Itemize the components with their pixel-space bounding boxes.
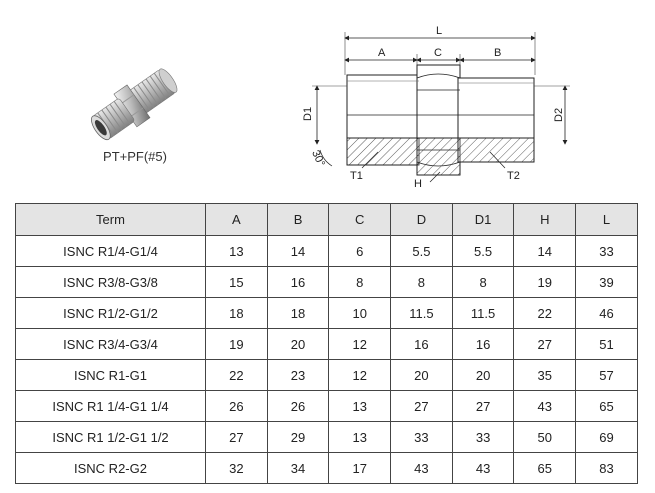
cell-l: 69: [575, 421, 638, 453]
fitting-photo: [91, 68, 178, 141]
cell-l: 39: [575, 266, 638, 298]
cell-b: 18: [266, 297, 330, 329]
thread-T1-label: T1: [350, 170, 363, 182]
cell-a: 15: [205, 266, 268, 298]
cell-d: 16: [390, 328, 453, 360]
cell-c: 17: [328, 452, 392, 484]
cell-b: 14: [266, 235, 330, 267]
cell-d: 33: [390, 421, 453, 453]
cell-d1: 8: [451, 266, 515, 298]
cell-b: 23: [266, 359, 330, 391]
cell-term: ISNC R1 1/4-G1 1/4: [15, 390, 206, 422]
cell-d: 8: [390, 266, 453, 298]
cell-a: 13: [205, 235, 268, 267]
table-row: ISNC R3/4-G3/4 19 20 12 16 16 27 51: [15, 328, 638, 360]
spec-table: Term A B C D D1 H L ISNC R1/4-G1/4 13 14…: [15, 203, 638, 484]
table-row: ISNC R1/4-G1/4 13 14 6 5.5 5.5 14 33: [15, 235, 638, 267]
cell-term: ISNC R3/8-G3/8: [15, 266, 206, 298]
cell-d: 43: [390, 452, 453, 484]
cell-l: 83: [575, 452, 638, 484]
dim-L-label: L: [436, 25, 442, 37]
cell-d1: 11.5: [451, 297, 515, 329]
cell-term: ISNC R3/4-G3/4: [15, 328, 206, 360]
cell-c: 13: [328, 390, 392, 422]
cell-h: 27: [513, 328, 577, 360]
cell-d: 11.5: [390, 297, 453, 329]
table-row: ISNC R1-G1 22 23 12 20 20 35 57: [15, 359, 638, 391]
cell-h: 65: [513, 452, 577, 484]
cell-d1: 27: [451, 390, 515, 422]
cell-l: 65: [575, 390, 638, 422]
thread-T2-label: T2: [507, 170, 520, 182]
cell-term: ISNC R1/2-G1/2: [15, 297, 206, 329]
cell-d1: 20: [451, 359, 515, 391]
cell-h: 14: [513, 235, 577, 267]
table-row: ISNC R1/2-G1/2 18 18 10 11.5 11.5 22 46: [15, 297, 638, 329]
header-l: L: [575, 203, 638, 236]
dim-D1-label: D1: [302, 107, 314, 121]
table-row: ISNC R2-G2 32 34 17 43 43 65 83: [15, 452, 638, 484]
header-a: A: [205, 203, 268, 236]
table-row: ISNC R3/8-G3/8 15 16 8 8 8 19 39: [15, 266, 638, 298]
header-h: H: [513, 203, 577, 236]
cell-l: 51: [575, 328, 638, 360]
cell-b: 20: [266, 328, 330, 360]
cell-h: 19: [513, 266, 577, 298]
header-c: C: [328, 203, 392, 236]
cell-l: 57: [575, 359, 638, 391]
cell-b: 34: [266, 452, 330, 484]
cell-d1: 33: [451, 421, 515, 453]
cell-term: ISNC R1/4-G1/4: [15, 235, 206, 267]
cell-term: ISNC R1-G1: [15, 359, 206, 391]
header-d: D: [390, 203, 453, 236]
chamfer-angle-label: 30°: [309, 148, 327, 168]
cell-a: 22: [205, 359, 268, 391]
cell-b: 16: [266, 266, 330, 298]
dim-A-label: A: [378, 47, 386, 59]
cell-b: 29: [266, 421, 330, 453]
cell-h: 22: [513, 297, 577, 329]
cell-a: 32: [205, 452, 268, 484]
cell-c: 8: [328, 266, 392, 298]
cell-a: 26: [205, 390, 268, 422]
dim-D2-label: D2: [553, 108, 565, 122]
cell-h: 50: [513, 421, 577, 453]
cell-d1: 43: [451, 452, 515, 484]
hex-H-label: H: [414, 178, 422, 190]
cell-d: 5.5: [390, 235, 453, 267]
table-header-row: Term A B C D D1 H L: [15, 203, 638, 236]
cell-c: 10: [328, 297, 392, 329]
dim-B-label: B: [494, 47, 501, 59]
cell-d: 27: [390, 390, 453, 422]
cell-term: ISNC R2-G2: [15, 452, 206, 484]
cell-l: 33: [575, 235, 638, 267]
cell-b: 26: [266, 390, 330, 422]
header-b: B: [266, 203, 330, 236]
header-term: Term: [15, 203, 206, 236]
cell-d1: 16: [451, 328, 515, 360]
cell-a: 19: [205, 328, 268, 360]
cell-c: 12: [328, 359, 392, 391]
product-caption: PT+PF(#5): [103, 149, 167, 164]
technical-drawing: L A C B D1 D2 30°: [302, 25, 570, 190]
cell-a: 18: [205, 297, 268, 329]
cell-term: ISNC R1 1/2-G1 1/2: [15, 421, 206, 453]
table-row: ISNC R1 1/4-G1 1/4 26 26 13 27 27 43 65: [15, 390, 638, 422]
cell-d: 20: [390, 359, 453, 391]
cell-h: 43: [513, 390, 577, 422]
header-d1: D1: [451, 203, 515, 236]
cell-a: 27: [205, 421, 268, 453]
cell-c: 12: [328, 328, 392, 360]
table-row: ISNC R1 1/2-G1 1/2 27 29 13 33 33 50 69: [15, 421, 638, 453]
cell-l: 46: [575, 297, 638, 329]
dim-C-label: C: [434, 47, 442, 59]
cell-c: 13: [328, 421, 392, 453]
cell-h: 35: [513, 359, 577, 391]
cell-d1: 5.5: [451, 235, 515, 267]
cell-c: 6: [328, 235, 392, 267]
